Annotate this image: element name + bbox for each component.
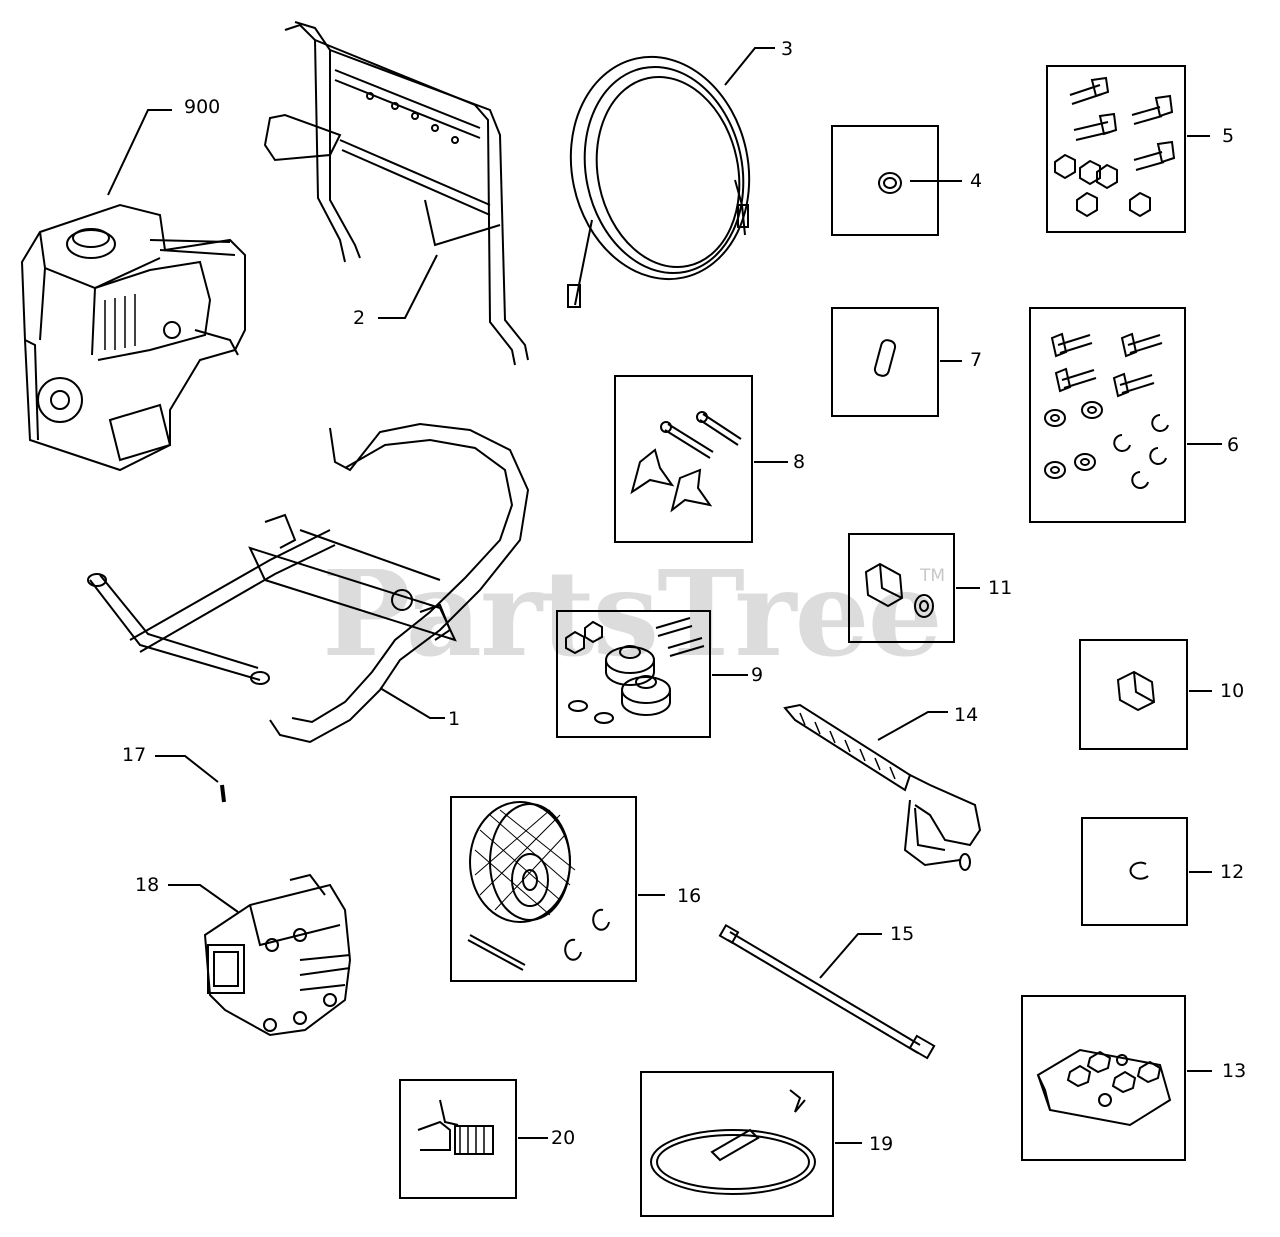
part-19-box[interactable] xyxy=(640,1071,834,1217)
part-12-box[interactable] xyxy=(1081,817,1188,926)
part-900-engine[interactable] xyxy=(20,203,246,472)
leader-17 xyxy=(155,755,219,783)
leader-18 xyxy=(168,884,239,913)
callout-7[interactable]: 7 xyxy=(970,349,983,371)
callout-12[interactable]: 12 xyxy=(1220,861,1245,883)
callout-13[interactable]: 13 xyxy=(1222,1060,1247,1082)
callout-20[interactable]: 20 xyxy=(551,1127,576,1149)
leader-15 xyxy=(819,933,882,979)
callout-2[interactable]: 2 xyxy=(353,307,366,329)
callout-19[interactable]: 19 xyxy=(869,1133,894,1155)
leader-14 xyxy=(877,711,948,741)
part-5-box[interactable] xyxy=(1046,65,1186,233)
watermark-trademark: TM xyxy=(920,566,946,586)
callout-16[interactable]: 16 xyxy=(677,885,702,907)
part-8-box[interactable] xyxy=(614,375,753,543)
leader-900 xyxy=(107,109,172,196)
callout-900[interactable]: 900 xyxy=(184,96,221,118)
callout-3[interactable]: 3 xyxy=(781,38,794,60)
part-3-hose[interactable] xyxy=(551,40,770,308)
part-14-gun[interactable] xyxy=(783,703,982,871)
part-18-pump[interactable] xyxy=(203,873,352,1037)
part-13-box[interactable] xyxy=(1021,995,1186,1161)
callout-5[interactable]: 5 xyxy=(1222,125,1235,147)
part-20-box[interactable] xyxy=(399,1079,517,1199)
callout-10[interactable]: 10 xyxy=(1220,680,1245,702)
leader-3 xyxy=(724,47,775,86)
watermark: PartsTree xyxy=(322,544,943,683)
part-1-base-frame[interactable] xyxy=(87,422,530,744)
callout-18[interactable]: 18 xyxy=(135,874,160,896)
callout-6[interactable]: 6 xyxy=(1227,434,1240,456)
callout-14[interactable]: 14 xyxy=(954,704,979,726)
callout-11[interactable]: 11 xyxy=(988,577,1013,599)
callout-8[interactable]: 8 xyxy=(793,451,806,473)
part-2-handle[interactable] xyxy=(263,21,529,366)
callout-9[interactable]: 9 xyxy=(751,664,764,686)
part-7-box[interactable] xyxy=(831,307,939,417)
part-11-box[interactable] xyxy=(848,533,955,643)
part-9-box[interactable] xyxy=(556,610,711,738)
callout-17[interactable]: 17 xyxy=(122,744,147,766)
part-15-wand[interactable] xyxy=(718,923,936,1060)
callout-15[interactable]: 15 xyxy=(890,923,915,945)
leader-2 xyxy=(378,254,438,319)
callout-4[interactable]: 4 xyxy=(970,170,983,192)
part-10-box[interactable] xyxy=(1079,639,1188,750)
leader-1 xyxy=(379,687,445,719)
callout-1[interactable]: 1 xyxy=(448,708,461,730)
part-17[interactable] xyxy=(220,784,226,803)
part-16-box[interactable] xyxy=(450,796,637,982)
part-6-box[interactable] xyxy=(1029,307,1186,523)
